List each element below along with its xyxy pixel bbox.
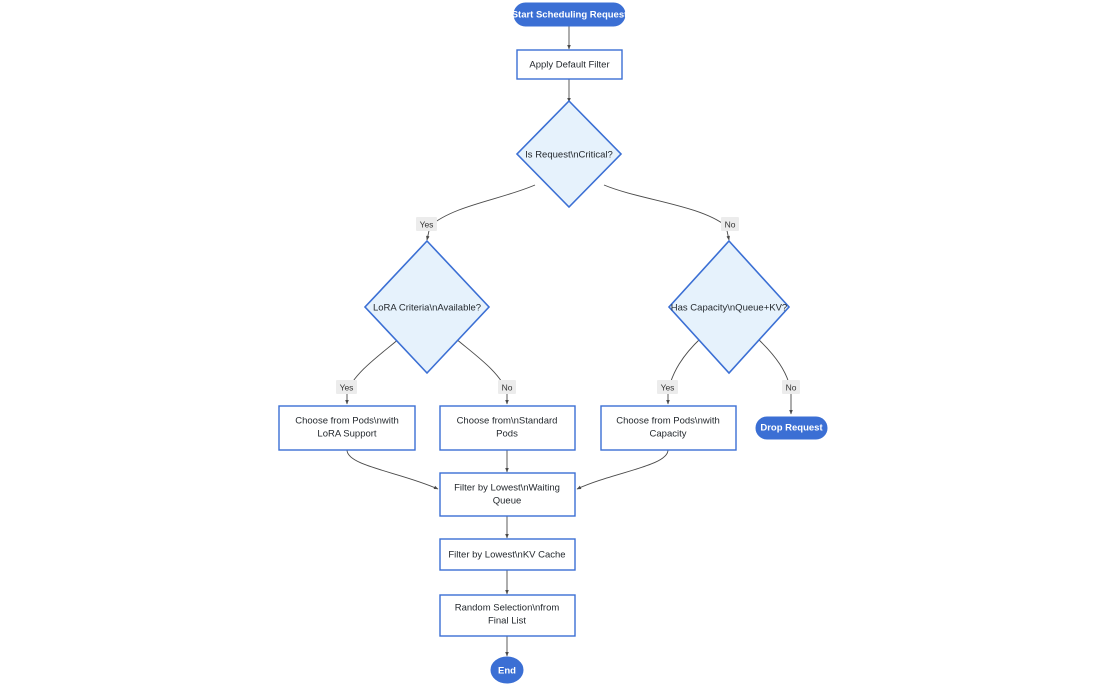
node-choose-standard-pods-label-line2: Pods <box>496 429 518 440</box>
node-apply-default-filter-shape[interactable] <box>516 49 623 80</box>
node-is-request-critical[interactable]: Is Request\nCritical? <box>515 99 623 209</box>
node-random-selection[interactable]: Random Selection\nfrom Final List <box>439 594 576 637</box>
edge-label-lora-no: No <box>498 380 516 394</box>
node-random-selection-label-line2: Final List <box>488 616 526 627</box>
edge-lora-to-podsstandard <box>454 337 509 405</box>
edge-capacity-to-drop <box>756 337 793 415</box>
edge-label-text: Yes <box>420 219 434 229</box>
node-filter-waiting-queue[interactable]: Filter by Lowest\nWaiting Queue <box>439 472 576 517</box>
node-choose-pods-capacity[interactable]: Choose from Pods\nwith Capacity <box>600 405 737 451</box>
node-lora-criteria-available[interactable]: LoRA Criteria\nAvailable? <box>363 239 491 375</box>
node-start[interactable]: Start Scheduling Request <box>512 2 628 27</box>
node-filter-waiting-queue-label-line1: Filter by Lowest\nWaiting <box>454 483 560 494</box>
edge-label-text: No <box>502 382 513 392</box>
node-choose-pods-lora-label-line2: LoRA Support <box>317 429 377 440</box>
node-lora-criteria-available-label: LoRA Criteria\nAvailable? <box>373 303 481 314</box>
node-has-capacity[interactable]: Has Capacity\nQueue+KV? <box>667 239 791 375</box>
edge-label-text: Yes <box>661 382 675 392</box>
node-filter-kv-cache-shape[interactable] <box>439 538 576 571</box>
node-drop-request-shape[interactable] <box>755 416 828 440</box>
edge-labels-layer: Yes No Yes No Yes No <box>336 217 800 394</box>
node-random-selection-label-line1: Random Selection\nfrom <box>455 603 560 614</box>
node-apply-default-filter-label: Apply Default Filter <box>529 60 609 71</box>
node-end-label: End <box>498 666 516 677</box>
node-filter-waiting-queue-shape[interactable] <box>439 472 576 517</box>
edge-critical-to-lora <box>426 184 536 241</box>
node-choose-pods-capacity-shape[interactable] <box>600 405 737 451</box>
edge-label-text: Yes <box>340 382 354 392</box>
edge-lora-to-podslora <box>345 337 401 405</box>
node-drop-request[interactable]: Drop Request <box>755 416 828 440</box>
edge-label-text: No <box>786 382 797 392</box>
node-choose-pods-lora-shape[interactable] <box>278 405 416 451</box>
edge-podscapacity-to-queue <box>576 449 669 490</box>
edge-label-lora-yes: Yes <box>336 380 357 394</box>
edge-podslora-to-queue <box>346 449 439 490</box>
node-choose-pods-lora-label-line1: Choose from Pods\nwith <box>295 416 399 427</box>
edge-capacity-to-podscapacity <box>666 337 702 405</box>
node-filter-kv-cache-label: Filter by Lowest\nKV Cache <box>448 550 565 561</box>
node-random-selection-shape[interactable] <box>439 594 576 637</box>
node-start-shape[interactable] <box>513 2 626 27</box>
node-is-request-critical-label: Is Request\nCritical? <box>525 150 613 161</box>
node-lora-criteria-available-shape[interactable] <box>363 239 491 375</box>
node-start-label: Start Scheduling Request <box>512 10 628 21</box>
node-apply-default-filter[interactable]: Apply Default Filter <box>516 49 623 80</box>
node-choose-standard-pods-shape[interactable] <box>439 405 576 451</box>
node-choose-pods-capacity-label-line1: Choose from Pods\nwith <box>616 416 720 427</box>
nodes-layer: Start Scheduling Request Apply Default F… <box>278 2 828 684</box>
edges-layer <box>345 26 793 657</box>
node-choose-pods-lora[interactable]: Choose from Pods\nwith LoRA Support <box>278 405 416 451</box>
edge-critical-to-capacity <box>603 184 730 241</box>
node-filter-waiting-queue-label-line2: Queue <box>493 496 522 507</box>
node-filter-kv-cache[interactable]: Filter by Lowest\nKV Cache <box>439 538 576 571</box>
node-choose-pods-capacity-label-line2: Capacity <box>650 429 687 440</box>
edge-label-capacity-yes: Yes <box>657 380 678 394</box>
node-has-capacity-label: Has Capacity\nQueue+KV? <box>671 303 787 314</box>
node-choose-standard-pods-label-line1: Choose from\nStandard <box>457 416 558 427</box>
node-end-shape[interactable] <box>490 656 524 684</box>
node-end[interactable]: End <box>490 656 524 684</box>
edge-label-text: No <box>725 219 736 229</box>
node-has-capacity-shape[interactable] <box>667 239 791 375</box>
node-choose-standard-pods[interactable]: Choose from\nStandard Pods <box>439 405 576 451</box>
node-drop-request-label: Drop Request <box>760 423 823 434</box>
edge-label-capacity-no: No <box>782 380 800 394</box>
edge-label-critical-no: No <box>721 217 739 231</box>
edge-label-critical-yes: Yes <box>416 217 437 231</box>
node-is-request-critical-shape[interactable] <box>515 99 623 209</box>
